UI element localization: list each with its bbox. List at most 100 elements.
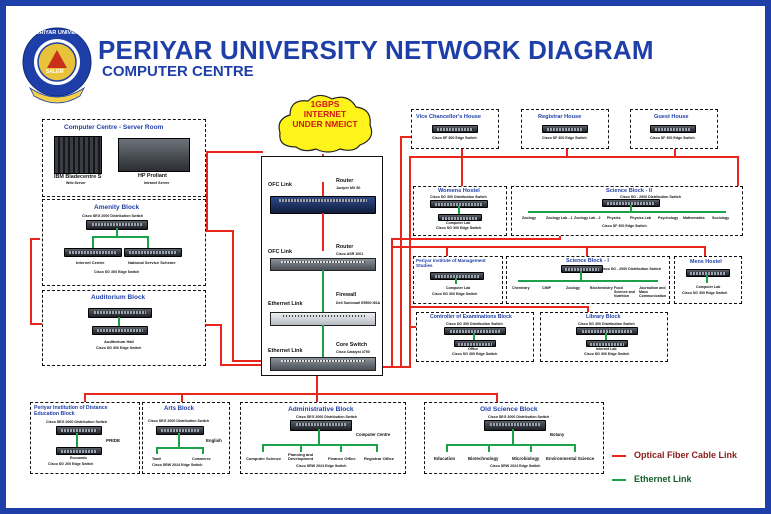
amenity-title: Amenity Block bbox=[94, 204, 140, 211]
pims-edge: Cisco SG 300 Edge Switch bbox=[432, 292, 478, 296]
ethernet-link bbox=[446, 444, 448, 452]
firewall-model: Dell Sonicwall E5500 NSA bbox=[336, 301, 381, 305]
pims-block bbox=[413, 256, 503, 304]
fiber-link bbox=[496, 393, 498, 403]
library-edge: Cisco SG 300 Edge Switch bbox=[584, 352, 630, 356]
mens-hostel-title: Mens Hostel bbox=[690, 259, 722, 265]
fiber-link bbox=[232, 230, 234, 362]
womens-hostel-edge: Cisco SG 300 Edge Switch bbox=[436, 226, 482, 230]
science-1-lab: Chemistry bbox=[512, 286, 530, 290]
ethernet-link bbox=[118, 317, 120, 326]
science-1-lab: Biochemistry bbox=[590, 286, 613, 290]
ethernet-link bbox=[116, 228, 118, 237]
admin-right-label: Computer Centre bbox=[356, 432, 391, 437]
ethernet-link bbox=[318, 429, 320, 445]
pims-label: Computer Lab bbox=[446, 286, 471, 290]
fiber-link bbox=[391, 246, 706, 248]
coe-switch bbox=[444, 327, 506, 335]
fiber-link bbox=[461, 146, 463, 157]
library-block bbox=[540, 312, 668, 362]
firewall-device bbox=[270, 312, 376, 326]
fiber-link bbox=[220, 364, 263, 366]
ethernet-link bbox=[92, 236, 148, 238]
ethernet-link bbox=[262, 444, 378, 446]
ethernet-link bbox=[706, 275, 708, 283]
core-switch-model: Cisco Catalyst 3750 bbox=[336, 350, 370, 354]
coe-edge-switch bbox=[454, 340, 496, 347]
registrar-house-edge: Cisco SF 300 Edge Switch bbox=[542, 136, 587, 140]
vc-house-edge: Cisco SF 300 Edge Switch bbox=[432, 136, 477, 140]
ethernet-link bbox=[574, 444, 576, 452]
coe-block bbox=[416, 312, 534, 362]
coe-label: Office bbox=[468, 347, 479, 351]
legend-ethernet-swatch bbox=[612, 479, 626, 481]
fiber-link bbox=[30, 238, 40, 240]
fiber-link bbox=[206, 151, 263, 153]
fiber-link bbox=[559, 234, 561, 240]
hp-sub: Intranet Server bbox=[144, 181, 170, 185]
science-1-lab: Food Science and Nutrition bbox=[614, 286, 635, 298]
vc-house-title: Vice Chancellor's House bbox=[416, 114, 481, 120]
ethernet-link bbox=[473, 333, 475, 340]
ethernet-link bbox=[156, 447, 204, 449]
amenity-left-label: Internet Centre bbox=[76, 260, 105, 265]
womens-hostel-dist: Cisco SG 300 Distribution Switch bbox=[430, 195, 487, 199]
fiber-link bbox=[461, 156, 463, 186]
ethernet-link bbox=[605, 333, 607, 340]
registrar-house-title: Registrar House bbox=[538, 114, 582, 120]
amenity-block bbox=[42, 199, 206, 286]
ethernet-link bbox=[376, 444, 378, 452]
ethernet-link bbox=[512, 429, 514, 445]
admin-lab: Registrar Office bbox=[364, 456, 395, 461]
core-switch-label: Core Switch bbox=[336, 342, 368, 348]
coe-title: Controller of Examinations Block bbox=[430, 314, 512, 320]
old-science-lab: Environmental Science bbox=[546, 456, 595, 461]
fiber-link bbox=[400, 136, 416, 138]
fiber-link bbox=[674, 146, 676, 157]
ethernet-link bbox=[202, 447, 204, 454]
science-2-edge: Cisco SF 300 Edge Switch bbox=[602, 224, 647, 228]
science-2-dist: Cisco SG - 2000 Distribution Switch bbox=[620, 195, 681, 199]
old-science-dist: Cisco SEG 2000 Distribution Switch bbox=[488, 415, 550, 419]
science-2-title: Science Block - II bbox=[606, 188, 653, 194]
arts-lab: Commerce bbox=[192, 457, 211, 461]
auditorium-edge: Cisco SG 300 Edge Switch bbox=[96, 346, 142, 350]
fiber-link bbox=[316, 393, 318, 403]
old-science-lab: Microbiology bbox=[512, 456, 540, 461]
logo-text-top: PERIYAR UNIVERSITY bbox=[32, 30, 92, 36]
university-logo bbox=[22, 27, 92, 104]
guest-house-edge: Cisco SF 300 Edge Switch bbox=[650, 136, 695, 140]
womens-hostel-block bbox=[413, 186, 507, 236]
arts-block bbox=[142, 402, 230, 474]
ethernet-link bbox=[147, 236, 149, 248]
fiber-link bbox=[204, 324, 222, 326]
internet-label: 1GBPS INTERNET UNDER NMEICT bbox=[274, 99, 376, 129]
guest-house-title: Guest House bbox=[654, 114, 689, 120]
admin-switch bbox=[290, 420, 352, 431]
pride-left-label: Economic bbox=[70, 456, 88, 460]
amenity-left-switch bbox=[64, 248, 122, 257]
auditorium-switch bbox=[88, 308, 152, 318]
amenity-right-label: National Service Scheme bbox=[128, 260, 176, 265]
coe-dist: Cisco SG 300 Distribution Switch bbox=[446, 322, 503, 326]
fiber-link bbox=[204, 230, 234, 232]
admin-lab: Finance Office bbox=[328, 456, 356, 461]
mens-hostel-block bbox=[674, 256, 742, 304]
page-title: PERIYAR UNIVERSITY NETWORK DIAGRAM bbox=[98, 35, 654, 65]
arts-title: Arts Block bbox=[164, 406, 195, 412]
ethernet-link bbox=[92, 236, 94, 248]
pride-switch bbox=[56, 426, 102, 435]
ethernet-link bbox=[322, 325, 324, 357]
legend-ethernet-label: Ethernet Link bbox=[634, 474, 692, 484]
hp-proliant-icon bbox=[118, 138, 190, 172]
old-science-edge: Cisco SRW 2024 Edge Switch bbox=[490, 464, 541, 468]
fiber-link bbox=[322, 213, 324, 251]
science-2-lab: Zoology Lab - 2 bbox=[574, 216, 601, 220]
legend-fiber-swatch bbox=[612, 455, 626, 457]
auditorium-label: Auditorium Hall bbox=[104, 339, 134, 344]
ethernet-link bbox=[630, 205, 632, 212]
old-science-title: Old Science Block bbox=[480, 406, 538, 413]
auditorium-edge-switch bbox=[92, 326, 148, 335]
science-1-lab: Journalism and Mass Communication bbox=[639, 286, 667, 298]
fiber-link bbox=[181, 393, 183, 403]
